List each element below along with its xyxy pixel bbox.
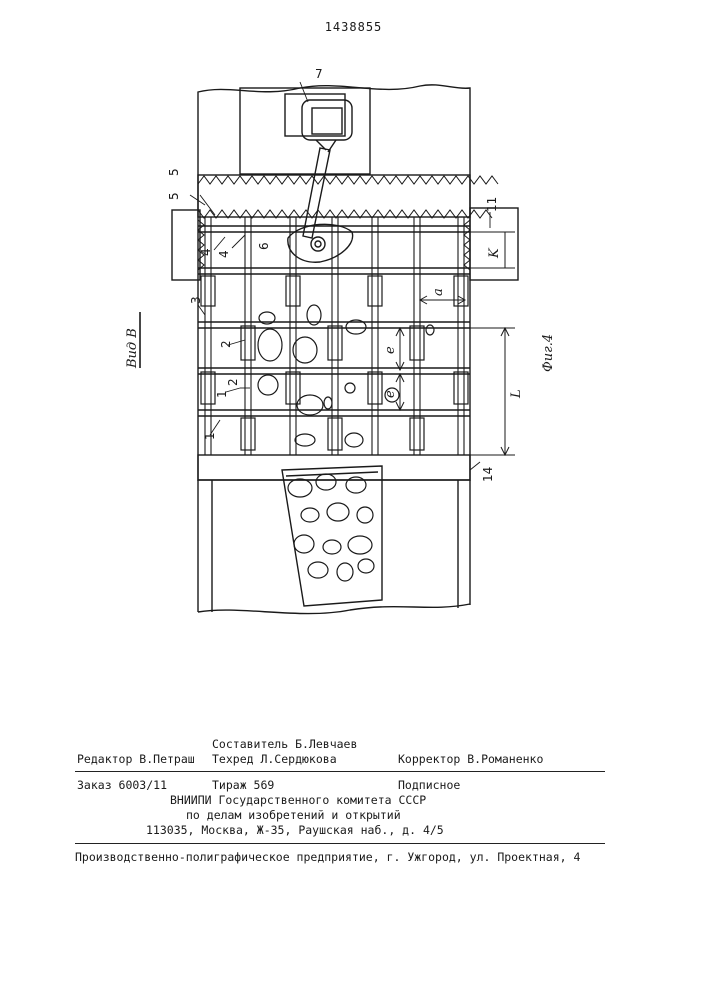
label-part-1b: 1	[203, 432, 217, 440]
conveyor-left-wall	[198, 480, 212, 612]
label-dim-e1: e	[383, 346, 398, 354]
imprint-rule-bottom	[75, 843, 605, 844]
label-dim-l: L	[509, 389, 524, 399]
right-serration	[464, 220, 470, 270]
label-part-4a: 4	[199, 248, 213, 256]
label-part-11: 11	[485, 197, 499, 212]
chute-stones	[288, 474, 374, 581]
label-dim-e2: e	[383, 390, 398, 398]
circulation-line: Тираж 569	[212, 778, 274, 792]
label-part-14: 14	[481, 467, 495, 482]
label-part-2a: 2	[219, 340, 233, 348]
printer-line: Производственно-полиграфическое предприя…	[75, 850, 580, 864]
left-serration	[198, 220, 204, 270]
techred-line: Техред Л.Сердюкова	[212, 752, 337, 766]
order-line: Заказ 6003/11	[77, 778, 167, 792]
label-part-2b: 2	[226, 378, 240, 386]
label-dim-a: a	[431, 288, 446, 296]
label-part-1a: 1	[215, 390, 229, 398]
label-part-4b: 4	[217, 250, 231, 258]
grid-vertical-bars	[205, 217, 464, 455]
conveyor-torn-bottom	[198, 604, 470, 614]
label-part-5a: 5	[167, 192, 181, 200]
label-part-6: 6	[257, 242, 271, 250]
subscription-line: Подписное	[398, 778, 460, 792]
chute	[282, 466, 382, 606]
label-part-7: 7	[315, 67, 323, 81]
composer-line: Составитель Б.Левчаев	[212, 737, 357, 751]
technical-drawing: 7 5 5 4 4 6 3 2 2 1 1 11 14 K a e e L Ви…	[0, 0, 707, 720]
label-part-5b: 5	[167, 168, 181, 176]
view-label: Вид В	[125, 328, 140, 369]
label-part-3: 3	[189, 296, 203, 304]
right-flange	[470, 208, 518, 280]
editor-line: Редактор В.Петраш	[77, 752, 195, 766]
org-line-1: ВНИИПИ Государственного комитета СССР	[170, 793, 426, 807]
lever-head-inner	[312, 108, 342, 134]
imprint-rule-top	[75, 771, 605, 772]
label-dim-k: K	[487, 247, 502, 259]
cam-axle-inner	[315, 241, 321, 247]
org-line-2: по делам изобретений и открытий	[186, 808, 401, 822]
cam-axle	[311, 237, 325, 251]
left-flange	[172, 210, 200, 280]
conveyor-right-wall	[458, 480, 470, 608]
address-line: 113035, Москва, Ж-35, Раушская наб., д. …	[146, 823, 444, 837]
stones	[258, 305, 434, 447]
corrector-line: Корректор В.Романенко	[398, 752, 543, 766]
grid-horizontal-bars	[198, 226, 470, 416]
sliders	[201, 276, 468, 450]
figure-label: Фиг.4	[541, 334, 556, 372]
rack-teeth	[198, 176, 498, 218]
rack-beam	[198, 175, 470, 217]
